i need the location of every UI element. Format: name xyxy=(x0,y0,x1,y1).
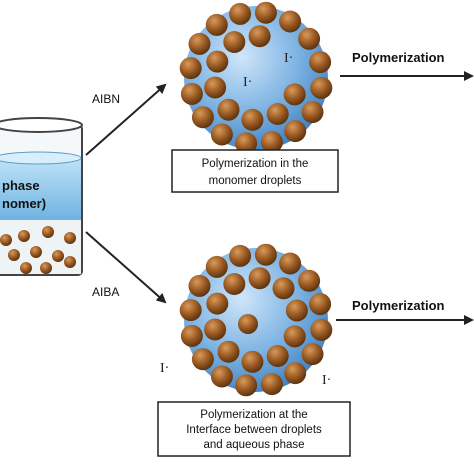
surface-particle xyxy=(191,348,214,371)
top-caption-line-2: monomer droplets xyxy=(209,175,302,187)
top-radical-label-1: I· xyxy=(284,51,293,66)
top-droplet-surface-particles xyxy=(179,1,333,155)
surface-particle xyxy=(179,57,202,80)
surface-particle xyxy=(301,343,324,366)
bottom-polymerization-label: Polymerization xyxy=(352,298,445,313)
surface-particle xyxy=(241,350,264,373)
surface-particle xyxy=(191,106,214,129)
surface-particle xyxy=(223,31,246,53)
surface-particle xyxy=(204,76,227,99)
beaker-monomer-droplets xyxy=(0,226,76,274)
beaker-phase-label: phase xyxy=(2,178,40,193)
surface-particle xyxy=(210,365,233,388)
surface-particle xyxy=(309,51,332,74)
surface-particle xyxy=(229,2,252,25)
surface-particle xyxy=(179,299,202,322)
surface-particle xyxy=(188,32,211,55)
surface-particle xyxy=(279,252,302,275)
surface-particle xyxy=(210,123,233,146)
bottom-droplet-surface-particles xyxy=(179,243,333,397)
surface-particle xyxy=(180,324,203,347)
surface-particle xyxy=(284,362,307,385)
surface-particle xyxy=(298,27,321,50)
surface-particle xyxy=(206,292,229,315)
surface-particle xyxy=(206,50,229,73)
surface-particle xyxy=(272,277,295,300)
surface-particle xyxy=(266,103,289,125)
bottom-caption-box: Polymerization at the Interface between … xyxy=(157,401,351,457)
bottom-radical-label-2: I· xyxy=(322,373,331,388)
aibn-arrow xyxy=(85,83,167,156)
aqueous-phase-layer xyxy=(0,158,81,220)
beaker: phase nomer) xyxy=(0,117,83,276)
surface-particle xyxy=(298,269,321,292)
bottom-caption-line-3: and aqueous phase xyxy=(203,439,304,451)
surface-particle xyxy=(180,82,203,105)
surface-particle xyxy=(229,244,252,267)
top-droplet: I· I· xyxy=(179,1,333,155)
aiba-label: AIBA xyxy=(92,285,119,299)
surface-particle xyxy=(309,293,332,316)
surface-particle xyxy=(279,10,302,33)
surface-particle xyxy=(188,274,211,297)
surface-particle xyxy=(284,120,307,143)
surface-particle xyxy=(260,373,283,396)
bottom-droplet xyxy=(179,243,333,397)
top-polymerization-label: Polymerization xyxy=(352,50,445,65)
surface-particle xyxy=(310,76,333,99)
surface-particle xyxy=(204,318,227,341)
surface-particle xyxy=(238,314,258,334)
top-caption-box: Polymerization in the monomer droplets xyxy=(171,149,339,193)
surface-particle xyxy=(260,131,283,154)
surface-particle xyxy=(254,1,277,24)
bottom-caption-line-2: Interface between droplets xyxy=(186,424,322,436)
beaker-monomer-label: nomer) xyxy=(2,196,46,211)
top-radical-label-2: I· xyxy=(243,75,252,90)
surface-particle xyxy=(283,83,306,106)
surface-particle xyxy=(283,325,306,348)
top-caption-line-1: Polymerization in the xyxy=(202,158,309,170)
aiba-arrow xyxy=(85,231,167,304)
surface-particle xyxy=(285,299,308,322)
surface-particle xyxy=(310,318,333,341)
surface-particle xyxy=(217,98,240,121)
bottom-caption-line-1: Polymerization at the xyxy=(200,409,307,421)
surface-particle xyxy=(235,132,258,155)
surface-particle xyxy=(205,255,228,278)
surface-particle xyxy=(235,374,258,397)
surface-particle xyxy=(254,243,277,266)
surface-particle xyxy=(223,273,246,295)
surface-particle xyxy=(217,340,240,363)
bottom-radical-label-1: I· xyxy=(160,361,169,376)
surface-particle xyxy=(248,267,271,290)
surface-particle xyxy=(205,13,228,36)
surface-particle xyxy=(301,101,324,124)
surface-particle xyxy=(241,108,264,131)
aibn-label: AIBN xyxy=(92,92,120,106)
surface-particle xyxy=(266,345,289,367)
surface-particle xyxy=(248,25,271,48)
